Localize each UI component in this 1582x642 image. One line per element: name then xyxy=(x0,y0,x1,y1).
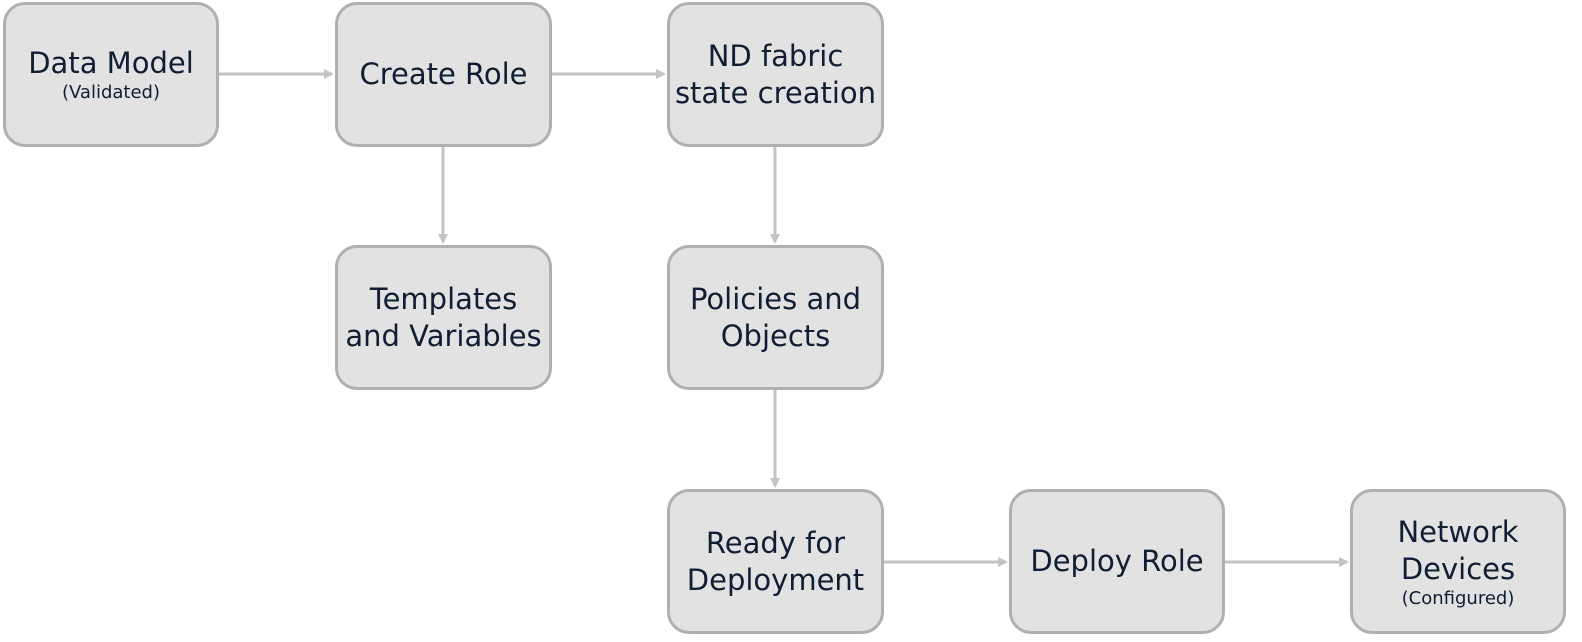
node-deploy-role: Deploy Role xyxy=(1009,489,1225,634)
node-ready-label: Ready for Deployment xyxy=(686,525,865,597)
node-data-model: Data Model (Validated) xyxy=(3,2,219,147)
node-create-role-label: Create Role xyxy=(359,57,528,91)
node-data-model-sublabel: (Validated) xyxy=(61,82,160,103)
node-network-sublabel: (Configured) xyxy=(1401,587,1515,609)
node-nd-fabric-state-creation: ND fabric state creation xyxy=(667,2,884,147)
node-policies-label: Policies and Objects xyxy=(689,281,862,353)
node-network-label: Network Devices xyxy=(1397,514,1519,586)
node-templates-and-variables: Templates and Variables xyxy=(335,245,552,390)
node-nd-fabric-label: ND fabric state creation xyxy=(674,38,877,110)
node-network-devices: Network Devices (Configured) xyxy=(1350,489,1566,634)
node-deploy-label: Deploy Role xyxy=(1030,544,1204,578)
node-templates-label: Templates and Variables xyxy=(345,281,542,353)
node-ready-for-deployment: Ready for Deployment xyxy=(667,489,884,634)
node-policies-and-objects: Policies and Objects xyxy=(667,245,884,390)
node-create-role: Create Role xyxy=(335,2,552,147)
node-data-model-label: Data Model xyxy=(28,46,194,80)
